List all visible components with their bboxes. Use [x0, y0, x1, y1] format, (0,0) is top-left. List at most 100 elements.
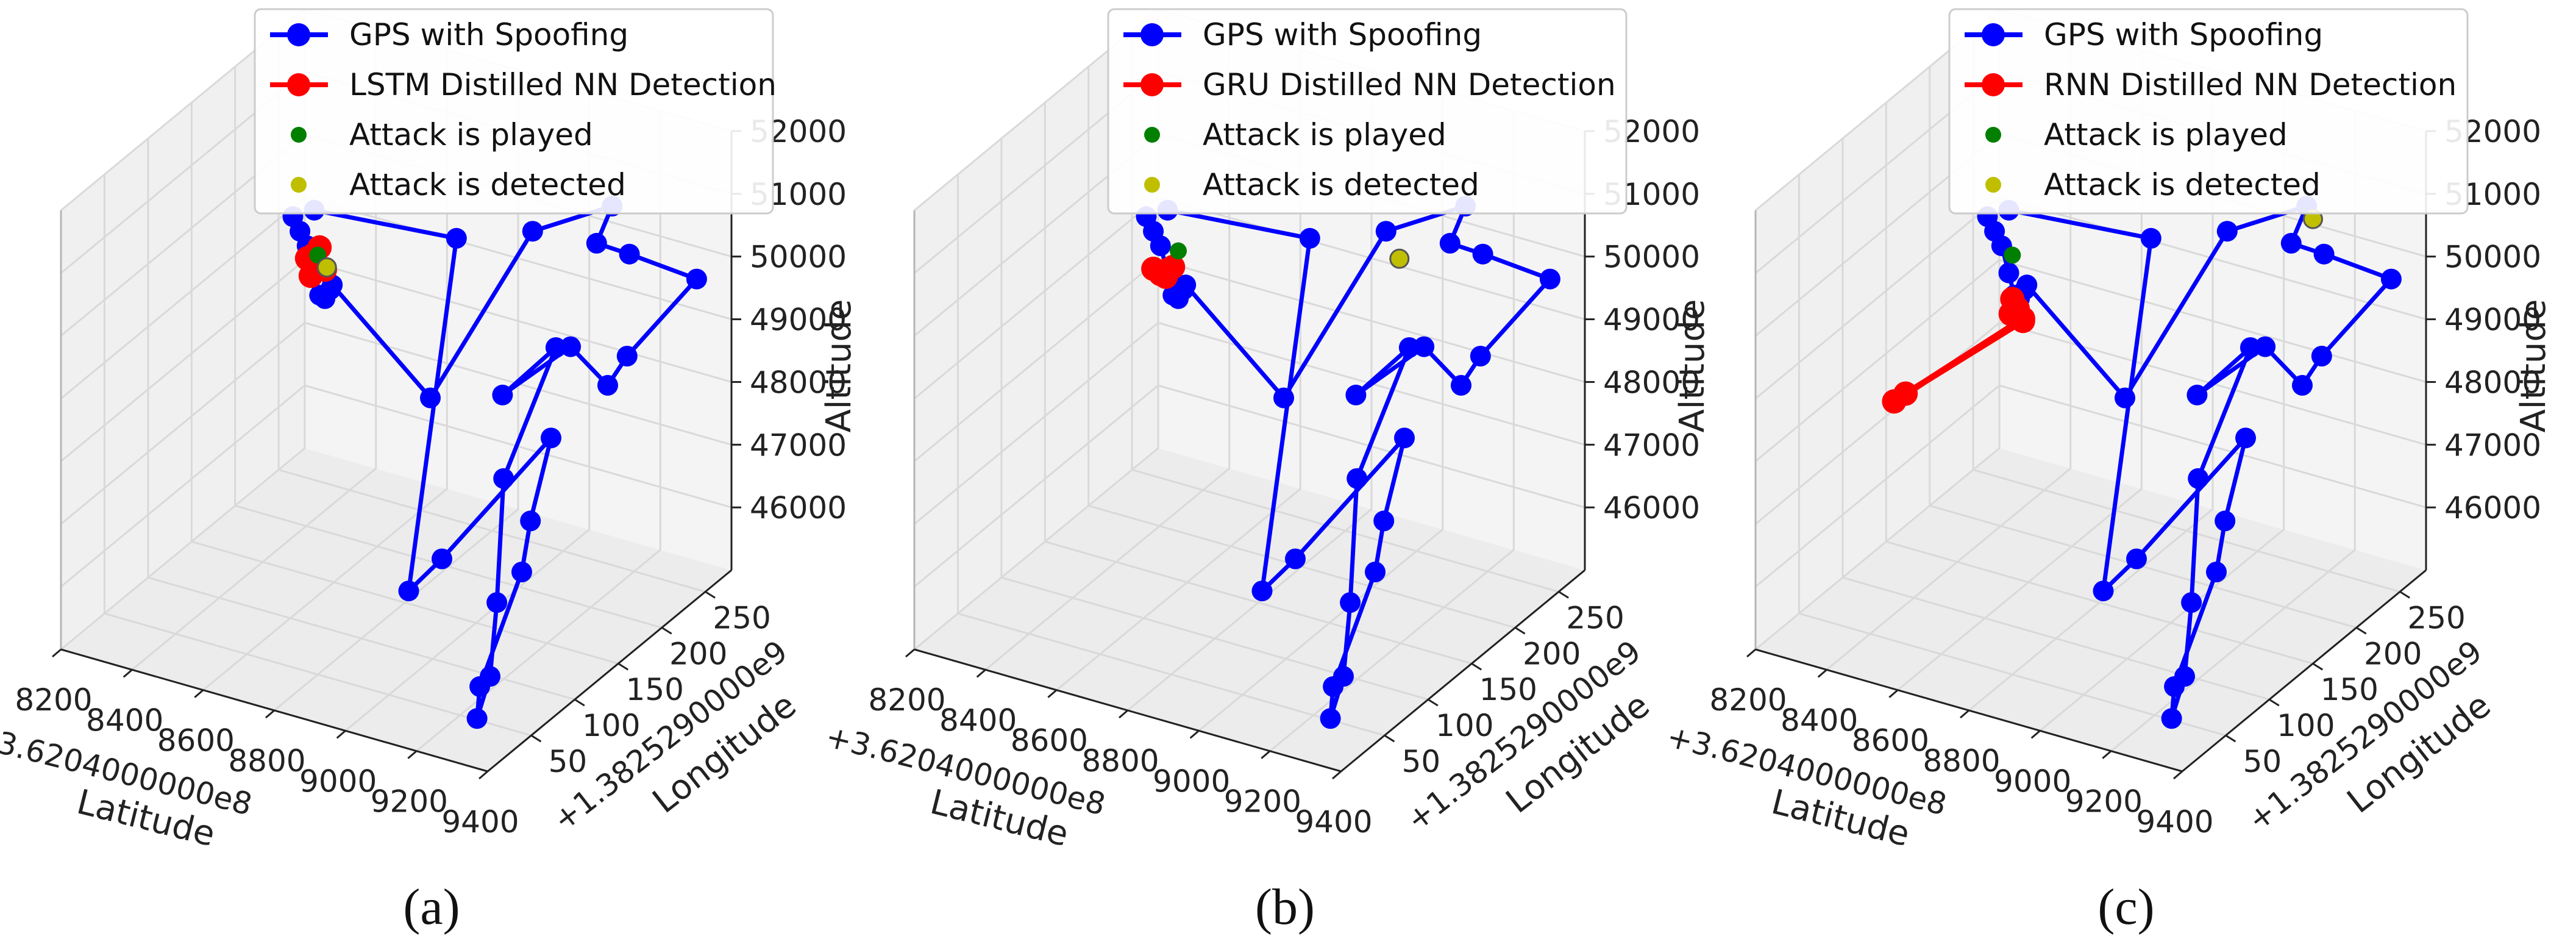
legend-entry: Attack is played	[2044, 117, 2288, 152]
gps-spoofing-point	[1175, 274, 1197, 296]
attack-played-marker	[1170, 242, 1187, 260]
gps-spoofing-point	[2292, 374, 2313, 396]
x-tick-mark	[1119, 709, 1128, 719]
x-tick-mark	[1817, 669, 1827, 678]
gps-spoofing-point	[2188, 468, 2209, 489]
grid-line-z	[1755, 259, 2427, 462]
gps-spoofing-point	[1414, 336, 1435, 357]
y-tick-label: 200	[669, 636, 727, 671]
panel-caption: (b)	[1255, 879, 1315, 935]
gps-spoofing-point	[486, 592, 508, 613]
detection-point	[298, 263, 323, 288]
y-tick-label: 100	[1436, 708, 1493, 743]
y-tick-mark	[574, 698, 585, 707]
gps-spoofing-point	[520, 510, 541, 532]
grid-line-x	[1968, 70, 2214, 712]
gps-spoofing-point	[2313, 243, 2335, 265]
y-tick-mark	[2355, 627, 2367, 635]
attack-played-marker	[2004, 246, 2021, 264]
gps-spoofing-point	[2235, 427, 2256, 449]
legend-entry: GPS with Spoofing	[2044, 17, 2323, 52]
z-tick-label: 48000	[750, 365, 847, 400]
x-tick-mark	[2102, 750, 2112, 759]
x-tick-label: 8600	[157, 723, 235, 759]
legend-dot-swatch	[1985, 127, 2001, 143]
attack-detected-marker	[1389, 248, 1410, 269]
y-tick-mark	[1558, 591, 1569, 599]
gps-spoofing-point	[398, 581, 419, 602]
x-tick-mark	[1888, 689, 1899, 698]
panel-caption: (c)	[2097, 879, 2154, 935]
grid-line-y	[1087, 66, 1516, 629]
gps-spoofing-point	[541, 427, 561, 449]
x-tick-label: 8400	[86, 702, 163, 738]
gps-spoofing-point	[2186, 384, 2208, 406]
x-tick-label: 9200	[371, 784, 448, 820]
legend-dot-swatch	[291, 177, 307, 193]
grid-line-y	[1798, 174, 2226, 737]
z-tick-label: 47000	[2444, 427, 2541, 463]
grid-line-x	[1127, 70, 1373, 712]
gps-spoofing-point	[2280, 232, 2302, 254]
z-tick-label: 48000	[1603, 365, 1700, 400]
grid-line-x	[416, 110, 661, 752]
gps-spoofing-point	[1320, 708, 1341, 729]
x-tick-label: 9200	[1224, 784, 1301, 820]
z-tick-label: 47000	[750, 427, 847, 463]
y-tick-label: 100	[2277, 708, 2335, 743]
gps-spoofing-point	[1998, 262, 2019, 284]
z-tick-label: 49000	[1603, 302, 1700, 338]
gps-spoofing-point	[1273, 387, 1294, 409]
gps-spoofing-point	[1251, 581, 1273, 602]
x-tick-label: 8800	[1081, 743, 1159, 779]
grid-line-y	[190, 102, 619, 665]
x-tick-label: 9400	[441, 804, 519, 840]
legend-entry: LSTM Distilled NN Detection	[349, 67, 777, 102]
x-tick-mark	[2173, 770, 2183, 780]
y-tick-mark	[705, 591, 716, 599]
gps-spoofing-point	[1470, 346, 1491, 366]
subplot-c: 8200840086008800900092009400501001502002…	[1663, 8, 2553, 935]
x-tick-label: 8200	[868, 682, 945, 718]
legend-dot-swatch	[1144, 127, 1160, 143]
z-axis-label: Altitude	[819, 299, 859, 433]
z-tick-label: 50000	[2444, 240, 2541, 275]
detection-point	[1893, 381, 1918, 406]
y-tick-label: 50	[2243, 744, 2282, 779]
y-tick-mark	[2312, 662, 2324, 671]
x-tick-label: 9000	[1153, 763, 1230, 799]
gps-spoofing-point	[2380, 268, 2402, 290]
grid-line-y	[1885, 102, 2313, 665]
gps-spoofing-point	[1150, 235, 1171, 257]
gps-spoofing-point	[466, 708, 488, 729]
y-tick-mark	[1384, 734, 1395, 743]
y-tick-mark	[2269, 698, 2280, 707]
gps-spoofing-point	[2181, 592, 2202, 613]
z-axis-label: Altitude	[2514, 299, 2553, 433]
x-tick-label: 8600	[1011, 723, 1088, 759]
z-tick-label: 49000	[2444, 302, 2541, 338]
grid-line-y	[147, 138, 575, 701]
legend-entry: GPS with Spoofing	[349, 17, 628, 52]
x-tick-mark	[194, 689, 204, 698]
panel-caption: (a)	[403, 879, 460, 935]
z-tick-label: 47000	[1603, 427, 1700, 463]
legend-entry: GPS with Spoofing	[1203, 17, 1482, 52]
gps-spoofing-point	[2126, 548, 2147, 570]
x-tick-label: 9000	[1994, 763, 2071, 799]
side-pane	[1756, 9, 1999, 649]
gps-spoofing-point	[493, 468, 514, 489]
grid-line-z	[1755, 321, 2427, 525]
legend-dot-swatch	[1985, 177, 2001, 193]
gps-spoofing-point	[560, 336, 582, 357]
gps-spoofing-point	[2215, 510, 2236, 532]
legend-dot-swatch	[1144, 177, 1160, 193]
x-tick-mark	[52, 648, 62, 658]
grid-line-x	[2110, 110, 2356, 752]
z-tick-label: 50000	[750, 240, 847, 275]
legend-entry: Attack is played	[1203, 117, 1446, 152]
x-tick-mark	[407, 750, 418, 759]
z-tick-label: 46000	[1603, 490, 1700, 526]
grid-line-y	[956, 174, 1385, 737]
y-axis-line	[2182, 569, 2427, 773]
